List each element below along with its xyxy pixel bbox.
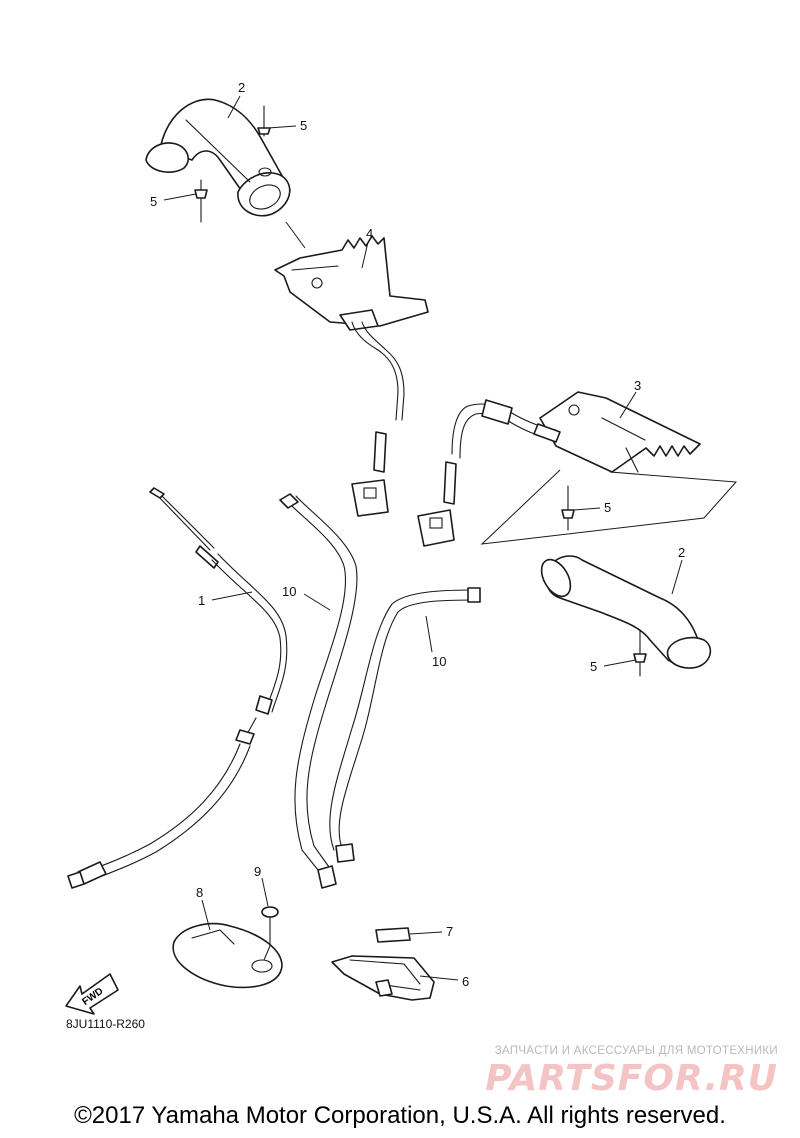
rivet-upper-b [194,179,208,223]
rivet-upper-a [257,105,271,137]
diagram-code: 8JU1110-R260 [66,1017,145,1031]
callout-6: 6 [462,974,469,989]
watermark-tagline: ЗАПЧАСТИ И АКСЕССУАРЫ ДЛЯ МОТОТЕХНИКИ [494,1045,778,1057]
callout-8: 8 [196,885,203,900]
callout-3: 3 [634,378,641,393]
callout-5-a: 5 [300,118,307,133]
callout-2-lower: 2 [678,545,685,560]
connector-left [351,431,389,517]
hose-left [279,493,358,889]
rivet-lower-a [561,485,575,531]
screw [261,906,279,961]
fwd-arrow-icon: FWD [65,973,119,1015]
pad [375,927,411,943]
watermark-logo: PARTSFOR.RU [485,1058,778,1099]
grip-lower [540,555,712,669]
heater-element-right [451,391,701,473]
callout-10-right: 10 [432,654,446,669]
rivet-lower-b [633,629,647,677]
callout-5-c: 5 [604,500,611,515]
callout-10-left: 10 [282,584,296,599]
housing [331,955,435,1001]
callout-4: 4 [366,226,373,241]
connector-right [417,461,457,547]
callout-7: 7 [446,924,453,939]
heater-element-upper [274,235,429,421]
copyright-notice: ©2017 Yamaha Motor Corporation, U.S.A. A… [74,1102,726,1129]
callout-2-upper: 2 [238,80,245,95]
callout-5-d: 5 [590,659,597,674]
throttle-cable [67,487,288,889]
cover-bracket [172,922,283,989]
hose-right [329,587,481,863]
callout-5-b: 5 [150,194,157,209]
grip-upper [145,98,291,217]
callout-1: 1 [198,593,205,608]
callout-9: 9 [254,864,261,879]
